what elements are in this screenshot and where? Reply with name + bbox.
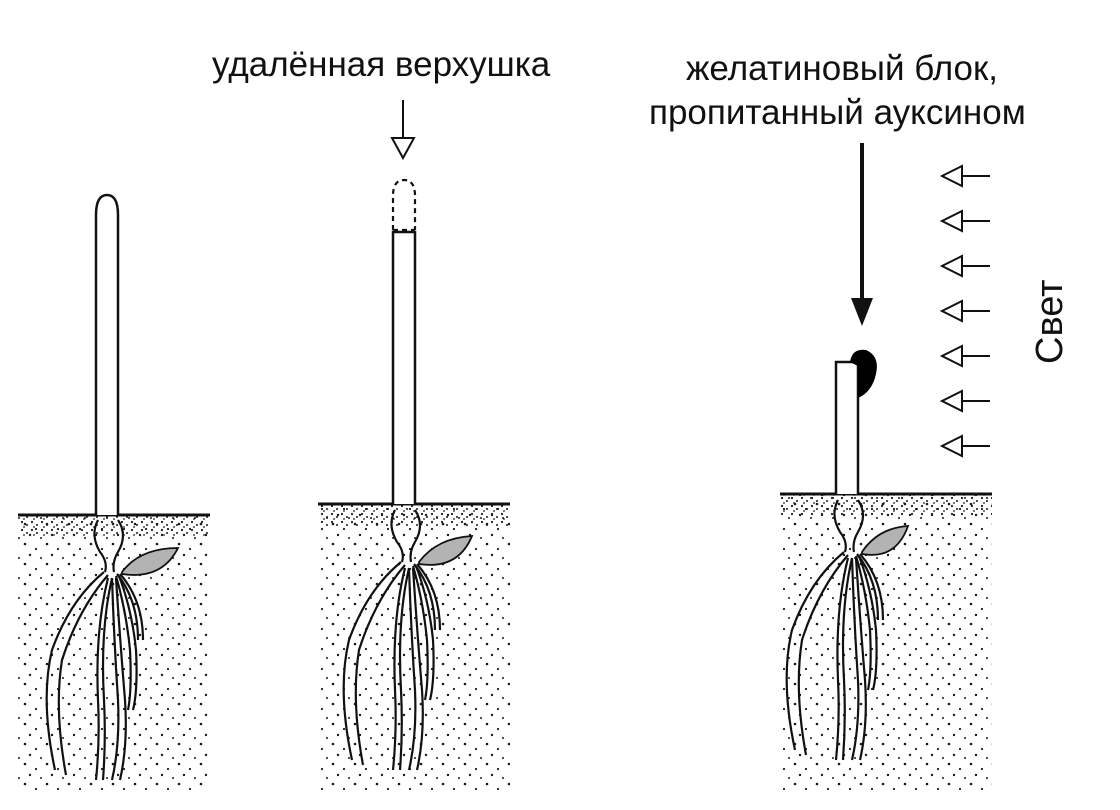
light-arrow-5 <box>939 344 990 368</box>
gelatin-arrow <box>851 143 873 326</box>
roots-3 <box>785 499 885 761</box>
roots-2 <box>342 509 442 771</box>
seedling-intact <box>18 193 210 790</box>
removed-tip-arrow <box>390 100 416 161</box>
gelatin-block-label-line1: желатиновый блок, <box>686 49 999 88</box>
leaf-3 <box>861 525 910 556</box>
light-label: Свет <box>1029 279 1071 364</box>
light-arrows <box>939 164 990 458</box>
coleoptile-2 <box>391 230 417 504</box>
soil-1 <box>18 513 210 790</box>
roots-1 <box>45 519 145 781</box>
seedling-decapitated <box>318 100 510 790</box>
coleoptile-3 <box>834 360 860 494</box>
light-arrow-3 <box>939 254 990 278</box>
removed-tip-label: удалённая верхушка <box>212 45 551 84</box>
seedling-gelatin <box>780 143 992 790</box>
leaf-1 <box>121 547 180 576</box>
gelatin-block <box>850 349 877 398</box>
light-arrow-4 <box>939 299 990 323</box>
light-arrow-7 <box>939 434 990 458</box>
light-arrow-1 <box>939 164 990 188</box>
removed-tip-outline <box>391 178 417 232</box>
light-arrow-2 <box>939 209 990 233</box>
coleoptile-1 <box>94 193 120 515</box>
light-arrow-6 <box>939 389 990 413</box>
leaf-2 <box>418 535 474 566</box>
gelatin-block-label-line2: пропитанный ауксином <box>649 93 1026 132</box>
